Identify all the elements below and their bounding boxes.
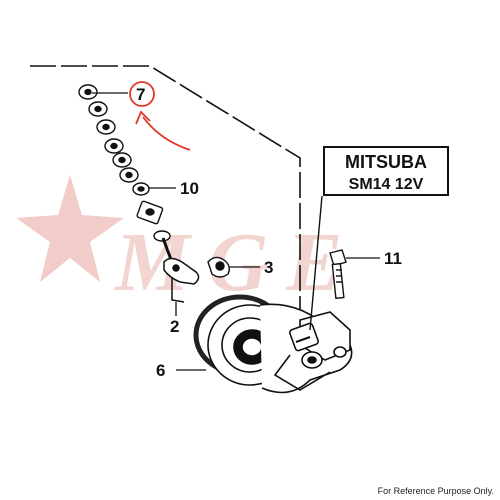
mge-watermark: MGE xyxy=(16,175,360,309)
watermark-text: MGE xyxy=(113,216,360,309)
label-plate-line-2: SM14 12V xyxy=(349,176,424,193)
insulator xyxy=(153,230,171,242)
terminal-nut xyxy=(136,200,164,225)
label-plate-line-1: MITSUBA xyxy=(345,152,427,172)
callout-6: 6 xyxy=(156,361,165,380)
watermark-star-icon xyxy=(16,175,124,282)
callout-10: 10 xyxy=(180,179,199,198)
terminal-bracket-part-2 xyxy=(163,257,200,303)
nut-stack xyxy=(78,84,175,266)
nut-2 xyxy=(88,101,108,117)
reference-note: For Reference Purpose Only. xyxy=(377,486,494,496)
leader-lines xyxy=(92,92,380,371)
manufacturer-label-plate: MITSUBA SM14 12V xyxy=(309,146,449,331)
highlight-arrow-icon xyxy=(142,116,191,151)
bolt-part-11 xyxy=(329,249,347,300)
callout-3: 3 xyxy=(264,258,273,277)
nut-3 xyxy=(96,119,116,135)
starter-motor-part-6 xyxy=(193,294,353,394)
clip-part-3 xyxy=(207,256,231,278)
nut-6 xyxy=(119,167,139,183)
callout-7: 7 xyxy=(136,85,145,104)
highlight-circle-icon xyxy=(129,81,155,107)
nut-1 xyxy=(78,84,98,100)
callout-11: 11 xyxy=(384,249,402,268)
nut-4 xyxy=(104,138,124,154)
nut-5 xyxy=(112,152,132,168)
washer-10 xyxy=(132,182,150,196)
part-7-highlight xyxy=(129,81,191,151)
callout-2: 2 xyxy=(170,317,179,336)
